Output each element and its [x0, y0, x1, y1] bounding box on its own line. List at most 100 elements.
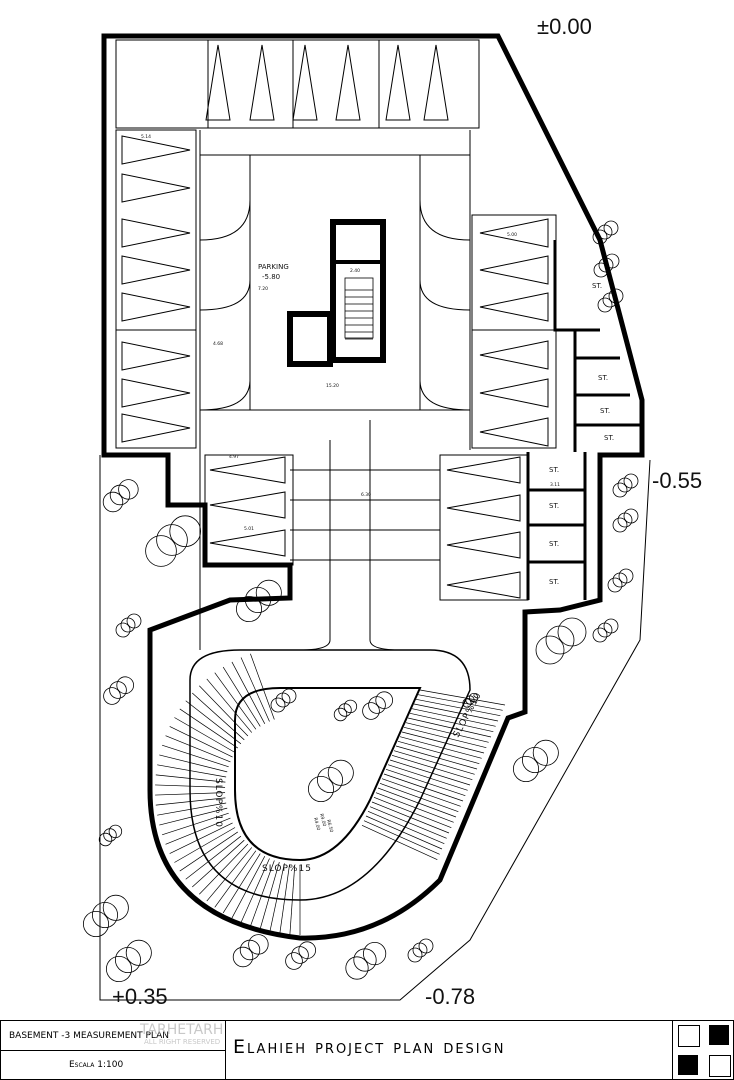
parking-space-marker [121, 135, 191, 165]
slope-label-right: SLOP%10 [452, 691, 484, 740]
tree-icon [235, 579, 282, 623]
parking-space-marker [209, 529, 286, 557]
watermark-logo: TARHETARH ALL RIGHT RESERVED [40, 1000, 223, 1046]
ramp-hatch-line [250, 653, 275, 720]
ramp-hatch-line [155, 784, 226, 788]
level-bottom-center: -0.78 [425, 984, 475, 1009]
tree-icon [345, 941, 387, 980]
slope-label-bottom: SLOP%15 [262, 864, 312, 874]
parking-space-marker [479, 378, 549, 408]
site-boundary [99, 455, 651, 1001]
swatch-white [709, 1055, 731, 1077]
dimension: 7.20 [258, 286, 268, 292]
ramp-hatch-line [231, 661, 266, 724]
storage-label: ST. [598, 374, 608, 382]
parking-space-marker [209, 491, 286, 519]
parking-space-marker [479, 417, 549, 447]
parking-space-marker [205, 44, 231, 121]
ramp-hatch-line [405, 722, 489, 743]
scale-cell: Escala 1:100 [0, 1050, 226, 1080]
parking-bays [115, 39, 557, 601]
ramp-hatch-line [174, 717, 236, 753]
parking-space-marker [479, 255, 549, 285]
storage-label: ST. [549, 502, 559, 510]
radius-label: R9.00 [318, 813, 327, 827]
tree-icon [535, 617, 587, 665]
ramp-hatch-line [419, 689, 506, 706]
ramp-hatch-line [411, 708, 496, 727]
ramp-hatch-line [185, 700, 242, 745]
storage-label: ST. [600, 407, 610, 415]
radius-label: R6.50 [325, 819, 334, 833]
parking-space-marker [121, 341, 191, 371]
parking-space-marker [385, 44, 411, 121]
ramp-hatch-line [377, 787, 457, 818]
ramp-hatch-line [369, 806, 447, 839]
ramp-hatch-line [375, 792, 454, 823]
storage-label: ST. [604, 434, 614, 442]
ramp-hatch-line [403, 726, 487, 749]
parking-space-marker [446, 456, 521, 484]
ramp-hatch-line [155, 774, 226, 783]
ramp-hatch-line [155, 792, 226, 796]
ramp-hatch-line [417, 694, 503, 711]
tree-icon [115, 613, 142, 638]
tree-icon [362, 691, 394, 720]
ramp-hatch-line [373, 797, 452, 828]
ramp-hatch-line [240, 858, 270, 923]
ramp-hatch-line [401, 731, 485, 754]
level-top-right: ±0.00 [537, 14, 592, 39]
tree-icon [407, 938, 434, 963]
ramp-hatch-line [387, 764, 468, 791]
tree-icon [333, 699, 358, 722]
tree-icon [462, 692, 479, 708]
ramp-hatch-line [161, 812, 229, 836]
tree-icon [513, 739, 559, 783]
ramp-hatch-line [157, 764, 227, 778]
parking-space-marker [479, 340, 549, 370]
ramp-hatch-line [214, 850, 257, 908]
ramp-hatch-line [161, 744, 229, 768]
ramp-hatch-line [371, 801, 450, 834]
swatch-white [678, 1025, 700, 1047]
ramp-hatch-line [269, 863, 285, 932]
ramp-hatch-line [169, 726, 233, 758]
ramp-hatch-line [393, 750, 475, 775]
ramp-hatch-line [383, 773, 464, 802]
parking-space-marker [335, 44, 361, 121]
ramp-hatch-line [159, 807, 228, 826]
legend-swatches [672, 1020, 734, 1080]
ramp-hatch-line [192, 692, 245, 741]
ramp-hatch-line [397, 740, 480, 765]
swatch-black [678, 1055, 698, 1075]
ramp-hatch-line [179, 831, 239, 872]
ramp-hatch-line [391, 754, 473, 781]
ramp-hatch-line [165, 817, 231, 845]
ramp-hatch-line [157, 802, 227, 816]
tree-icon [592, 618, 619, 643]
radius-label: R4.00 [312, 817, 321, 831]
tree-icon [145, 515, 202, 567]
ramp-hatch-line [367, 811, 445, 844]
tree-icon [607, 568, 634, 593]
storage-label: ST. [592, 282, 602, 290]
ramp-hatch-line [222, 853, 261, 914]
dimension: 5.14 [141, 134, 151, 140]
swatch-black [709, 1025, 729, 1045]
slope-label-left: SLOP%10 [213, 778, 223, 828]
ramp-hatch-line [361, 825, 438, 860]
dimension: 5.01 [244, 526, 254, 532]
sheet-name: BASEMENT -3 MEASUREMENT PLAN [9, 1031, 170, 1041]
ramp-hatch-line [379, 783, 459, 812]
ramp-hatch-line [385, 769, 466, 796]
dimension: 5.00 [507, 232, 517, 238]
ramp-hatch-line [389, 759, 471, 786]
watermark-rights: ALL RIGHT RESERVED [144, 1038, 221, 1046]
drive-aisle [199, 130, 471, 651]
tree-icon [593, 253, 620, 278]
bay-outline [204, 454, 294, 566]
ramp-hatch-line [174, 827, 236, 863]
ramp-hatch-line [395, 745, 478, 770]
ramp-hatch-line [206, 678, 253, 733]
